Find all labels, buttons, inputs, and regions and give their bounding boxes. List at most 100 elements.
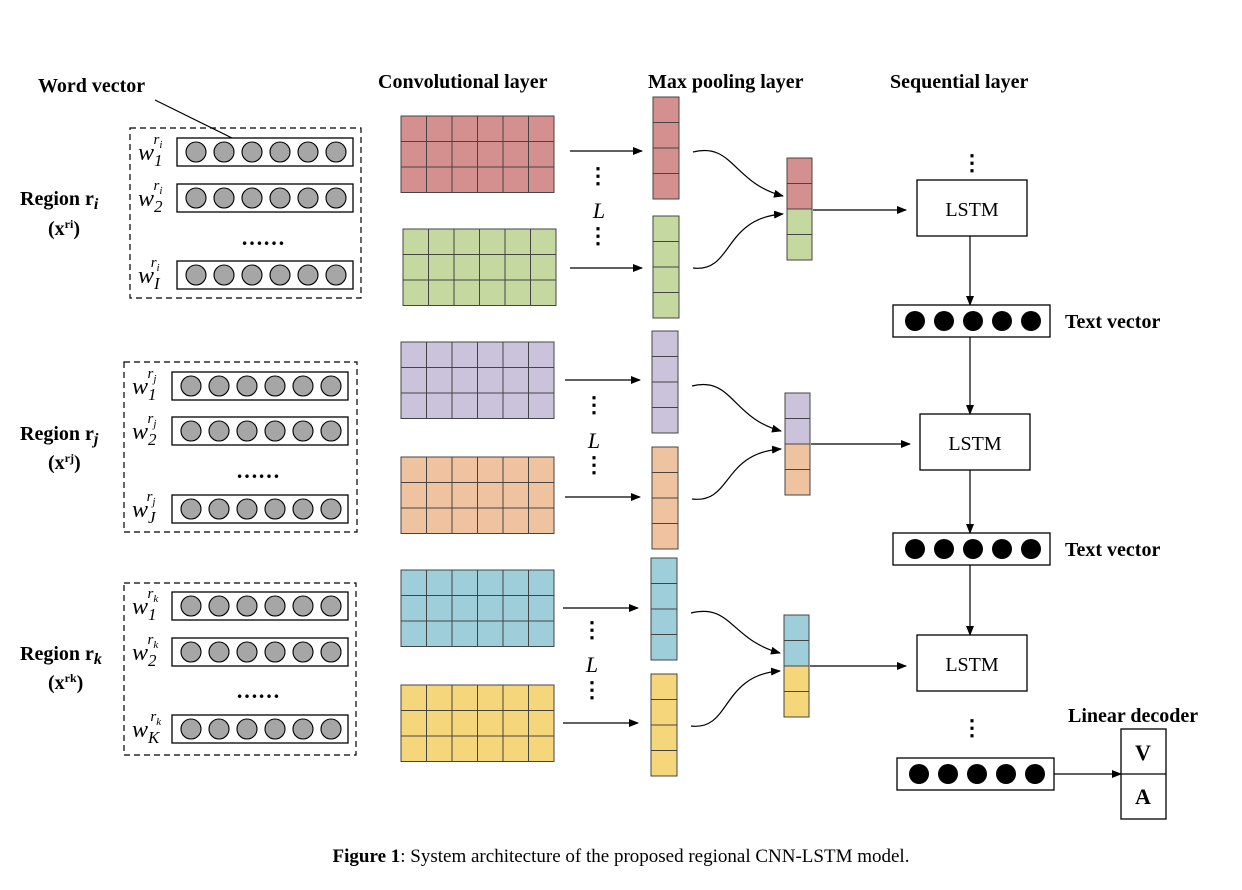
word-embedding-unit [208,498,230,520]
word-embedding-unit [320,718,342,740]
conv-cell [426,710,453,737]
filter-vertical-dots: ⋮ [587,163,609,188]
word-embedding-unit [264,718,286,740]
conv-cell [451,595,478,622]
conv-cell [426,456,453,483]
word-index: K [147,728,161,747]
linear-decoder-label: Linear decoder [1068,705,1198,727]
conv-cell [400,620,427,647]
concatenated-region-vector [783,614,810,718]
word-embedding-unit [180,375,202,397]
word-embedding-unit [208,375,230,397]
pool-cell [650,750,678,777]
word-index: 2 [148,651,157,670]
conv-cell [528,684,555,711]
word-embedding-unit [297,264,319,286]
filter-vertical-dots: ⋮ [587,223,609,248]
concat-cell [783,665,810,692]
word-label: w1ri [138,132,163,170]
conv-cell [451,569,478,596]
region-input-label: (xrk) [48,671,83,694]
conv-cell [477,684,504,711]
pool-cell [650,699,678,726]
conv-cell [502,341,529,368]
conv-cell [530,228,557,255]
conv-cell [528,456,555,483]
conv-cell [400,507,427,534]
word-embedding-unit [185,264,207,286]
word-region-sup-index: j [150,496,155,508]
word-embedding-unit [236,498,258,520]
conv-cell [400,166,427,193]
conv-cell [502,684,529,711]
word-embedding-unit [208,595,230,617]
conv-cell [502,141,529,168]
word-embedding-unit [264,498,286,520]
region-name-subscript: k [94,651,102,668]
conv-cell [400,710,427,737]
conv-cell [400,456,427,483]
word-embedding-unit [269,187,291,209]
conv-feature-map-2 [400,684,555,762]
pool-cell [651,407,679,434]
pool-cell [650,557,678,584]
word-letter: w [132,419,148,445]
region-input-superscript: rj [65,451,74,465]
region-input-superscript: rk [65,671,77,685]
word-letter: w [138,186,154,212]
concatenated-region-vector [784,392,811,496]
word-label: w2rk [132,632,159,670]
region-input-dashed-box [129,127,362,299]
word-embedding-unit [185,141,207,163]
conv-cell [400,392,427,419]
conv-cell [453,228,480,255]
word-index: 2 [154,197,163,216]
region-input-label: (xri) [48,217,80,240]
conv-cell [504,279,531,306]
word-embedding-unit [180,420,202,442]
word-embedding-unit [292,420,314,442]
word-label: w2rj [132,411,157,449]
final-output-vector [896,757,1055,791]
filter-vertical-dots: ⋮ [583,392,605,417]
word-embedding-unit [292,375,314,397]
filter-vertical-dots: ⋮ [581,677,603,702]
conv-cell [400,684,427,711]
word-label: wIri [138,255,161,293]
conv-cell [477,392,504,419]
word-letter: w [132,374,148,400]
caption-text: : System architecture of the proposed re… [400,846,909,867]
word-ellipsis: …… [241,225,285,250]
word-label: wKrk [132,709,162,747]
pool-cell [651,523,679,550]
word-letter: w [138,140,154,166]
conv-cell [479,279,506,306]
word-embedding-unit [208,420,230,442]
text-vector-1 [892,304,1051,338]
sequential-layer-header: Sequential layer [890,71,1028,93]
lstm-box-2 [919,413,1031,471]
conv-cell [426,482,453,509]
conv-cell [479,254,506,281]
conv-cell [400,367,427,394]
word-region-sup-index: i [159,185,162,197]
concat-cell [784,443,811,470]
filter-vertical-dots: ⋮ [581,617,603,642]
conv-cell [428,279,455,306]
conv-cell [477,595,504,622]
word-embedding-unit [208,718,230,740]
conv-cell [453,279,480,306]
conv-feature-map-2 [402,228,557,306]
conv-cell [502,367,529,394]
conv-cell [402,279,429,306]
word-ellipsis: …… [236,458,280,483]
concat-cell [784,418,811,445]
conv-cell [426,595,453,622]
conv-cell [426,569,453,596]
decoder-arousal: A [1135,784,1151,809]
top-vertical-dots: ⋮ [961,150,983,175]
region-input-close: ) [74,452,81,474]
filter-count-label: L [585,652,598,677]
conv-cell [528,569,555,596]
